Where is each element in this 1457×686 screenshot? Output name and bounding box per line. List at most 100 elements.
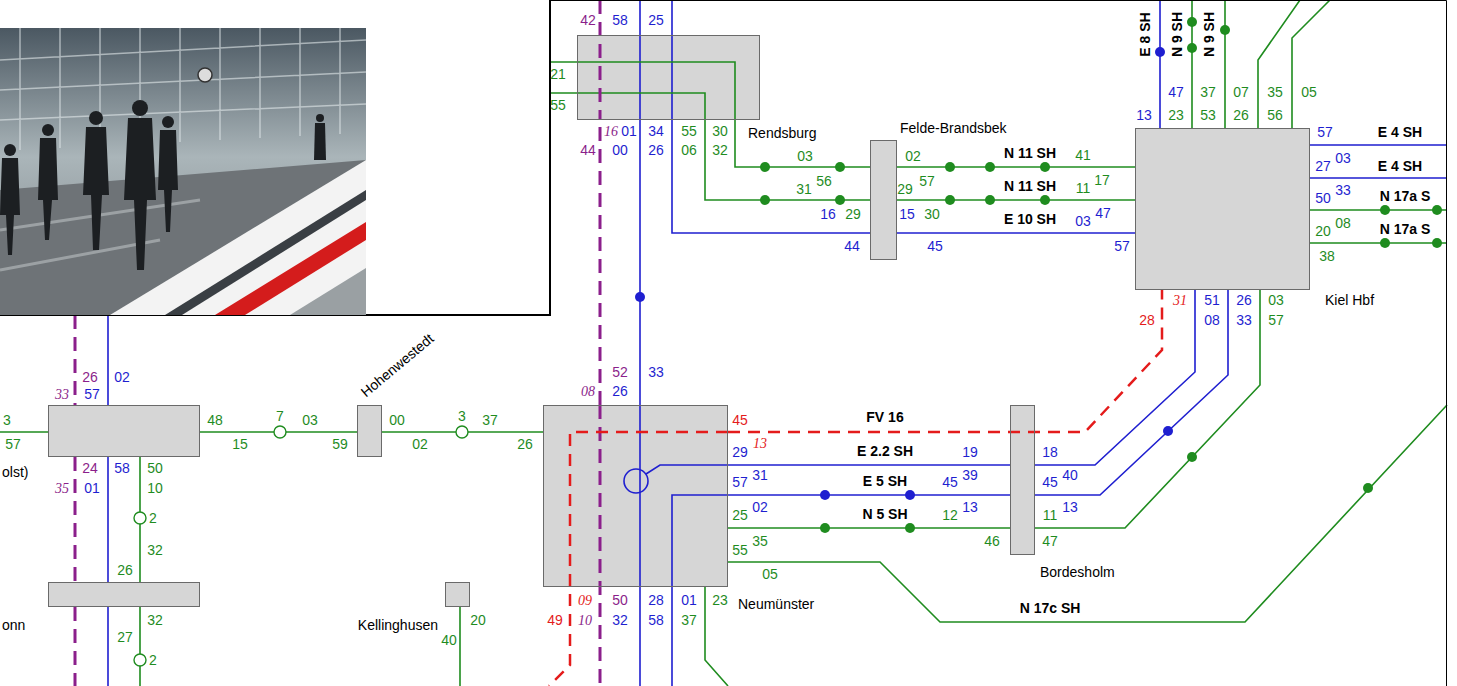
stop-dot — [835, 195, 845, 205]
rail-connector — [897, 232, 1135, 234]
time-number: 33 — [1335, 183, 1351, 198]
time-number: 32 — [147, 543, 163, 558]
time-number: 25 — [732, 508, 748, 523]
time-number: 2 — [149, 653, 157, 668]
time-number: 27 — [1315, 159, 1331, 174]
person-head — [89, 111, 103, 125]
time-number: 26 — [117, 563, 133, 578]
station-name: Kellinghusen — [358, 618, 438, 633]
line-name: E 8 SH — [1137, 12, 1152, 56]
time-number: 44 — [844, 239, 860, 254]
request-stop — [134, 512, 146, 524]
time-number: 28 — [648, 593, 664, 608]
station-fill — [870, 140, 897, 260]
station-name: Bordesholm — [1040, 565, 1115, 580]
rail-connector — [1035, 290, 1260, 528]
station-box: Bordesholm — [1010, 405, 1035, 555]
stop-dot — [1220, 25, 1230, 35]
stop-dot — [1380, 238, 1390, 248]
rail-connector — [672, 120, 870, 233]
time-number: 03 — [1075, 214, 1091, 229]
time-number: 01 — [84, 481, 100, 496]
time-number: 26 — [648, 143, 664, 158]
station-name: Neumünster — [738, 597, 814, 612]
time-number: 12 — [942, 508, 958, 523]
time-number: 18 — [1042, 445, 1058, 460]
time-number: 08 — [1204, 313, 1220, 328]
time-number: 58 — [648, 613, 664, 628]
time-number: 29 — [732, 445, 748, 460]
time-number: 32 — [612, 613, 628, 628]
stop-dot — [1363, 483, 1373, 493]
time-number: 35 — [752, 534, 768, 549]
line-name: E 5 SH — [863, 474, 907, 489]
time-number: 29 — [845, 207, 861, 222]
rail-connector — [599, 120, 602, 405]
time-number: 31 — [752, 468, 768, 483]
train-window-band — [165, 190, 366, 315]
person-head — [42, 124, 54, 136]
stop-dot — [1380, 205, 1390, 215]
time-number: 19 — [962, 445, 978, 460]
photo-ground — [0, 28, 366, 315]
time-number: 56 — [816, 174, 832, 189]
person-body — [314, 123, 326, 160]
line-name: E 4 SH — [1378, 159, 1422, 174]
time-number: 01 — [681, 593, 697, 608]
time-number: 17 — [1094, 173, 1110, 188]
line-name: N 5 SH — [862, 507, 907, 522]
line-name: N 11 SH — [1004, 179, 1056, 194]
time-number: 20 — [1315, 224, 1331, 239]
time-number: 09 — [578, 593, 592, 608]
time-number: 33 — [648, 365, 664, 380]
time-number: 24 — [82, 461, 98, 476]
person-head — [162, 116, 174, 128]
time-number: 50 — [612, 593, 628, 608]
time-number: 46 — [984, 534, 1000, 549]
time-number: 55 — [550, 98, 566, 113]
stop-dot — [820, 523, 830, 533]
rail-connector — [107, 457, 109, 582]
time-number: 42 — [580, 13, 596, 28]
stop-dot — [1187, 43, 1197, 53]
time-number: 45 — [927, 239, 943, 254]
stop-dot — [945, 195, 955, 205]
time-number: 58 — [612, 13, 628, 28]
request-stop — [134, 654, 146, 666]
time-number: 16 — [820, 207, 836, 222]
line-name: FV 16 — [866, 410, 903, 425]
time-number: 10 — [147, 481, 163, 496]
time-number: 28 — [1139, 313, 1155, 328]
station-name: olst) — [2, 465, 28, 480]
time-number: 02 — [114, 370, 130, 385]
time-number: 7 — [276, 409, 284, 424]
time-number: 2 — [149, 511, 157, 526]
hall-clock — [198, 68, 212, 82]
stop-dot — [1432, 205, 1442, 215]
time-number: 47 — [1168, 85, 1184, 100]
green-stops — [760, 17, 1442, 533]
line-name: N 11 SH — [1004, 146, 1056, 161]
stop-dot — [635, 292, 645, 302]
time-number: 31 — [796, 182, 812, 197]
time-number: 21 — [550, 67, 566, 82]
time-number: 57 — [1114, 239, 1130, 254]
stop-dot — [945, 162, 955, 172]
station-box: Kellinghusen — [445, 582, 470, 607]
train-red-stripe — [215, 222, 366, 315]
time-number: 33 — [55, 387, 69, 402]
time-number: 30 — [712, 124, 728, 139]
time-number: 23 — [712, 593, 728, 608]
station-name: Felde-Brandsbek — [900, 121, 1007, 136]
time-number: 26 — [1236, 293, 1252, 308]
line-name: N 17a S — [1380, 189, 1431, 204]
rail-connector — [735, 120, 870, 167]
time-number: 20 — [470, 613, 486, 628]
time-number: 3 — [458, 409, 466, 424]
time-number: 37 — [681, 613, 697, 628]
time-number: 45 — [942, 475, 958, 490]
time-number: 47 — [1042, 534, 1058, 549]
station-photo — [0, 28, 366, 315]
